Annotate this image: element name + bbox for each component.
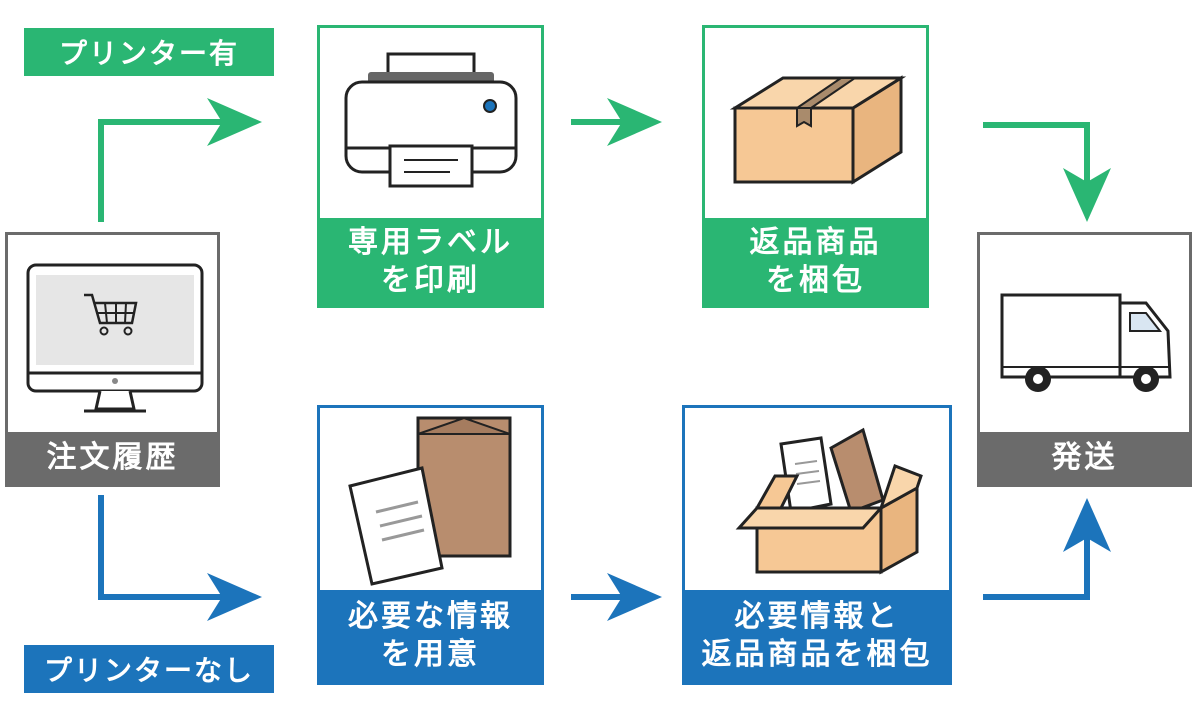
pack-return-line1: 返品商品 — [749, 224, 882, 260]
printer-icon — [344, 52, 518, 188]
arrow-head-print-to-pack — [607, 98, 662, 146]
ship-label: 発送 — [1051, 440, 1118, 475]
order-history-label: 注文履歴 — [46, 440, 179, 475]
arrow-order-to-prepare — [98, 495, 232, 600]
arrow-head-packinfo-to-ship — [1063, 498, 1111, 552]
arrow-packinfo-to-ship — [983, 525, 1090, 600]
pack-return-line2: を梱包 — [766, 262, 865, 298]
without-printer-label: プリンターなし — [43, 654, 254, 687]
pack-info-return-line2: 返品商品を梱包 — [701, 637, 933, 672]
arrow-head-prepare-to-pack — [607, 573, 662, 621]
without-printer-tag: プリンターなし — [24, 645, 274, 693]
pack-info-return-node: 必要情報と 返品商品を梱包 — [682, 405, 952, 685]
prepare-info-line1: 必要な情報 — [348, 599, 513, 634]
print-label-node: 専用ラベル を印刷 — [317, 25, 544, 308]
box-icon — [729, 75, 907, 185]
arrow-head-order-to-print — [207, 98, 262, 146]
order-history-node: 注文履歴 — [5, 232, 220, 487]
pack-return-node: 返品商品 を梱包 — [702, 25, 929, 308]
print-label-line1: 専用ラベル — [348, 224, 513, 260]
truck-icon — [1000, 293, 1172, 392]
prepare-info-line2: を用意 — [381, 637, 480, 672]
arrow-head-order-to-prepare — [207, 573, 262, 621]
ship-node: 発送 — [977, 232, 1192, 487]
arrow-pack-to-ship — [983, 122, 1090, 195]
arrow-order-to-print — [98, 119, 232, 222]
document-envelope-icon — [348, 416, 512, 586]
prepare-info-node: 必要な情報 を用意 — [317, 405, 544, 685]
arrow-head-pack-to-ship — [1063, 168, 1111, 222]
with-printer-label: プリンター有 — [58, 37, 239, 70]
with-printer-tag: プリンター有 — [24, 28, 274, 76]
open-box-icon — [735, 427, 923, 575]
print-label-line2: を印刷 — [381, 262, 480, 298]
computer-cart-icon — [26, 263, 204, 413]
pack-info-return-line1: 必要情報と — [734, 599, 900, 634]
